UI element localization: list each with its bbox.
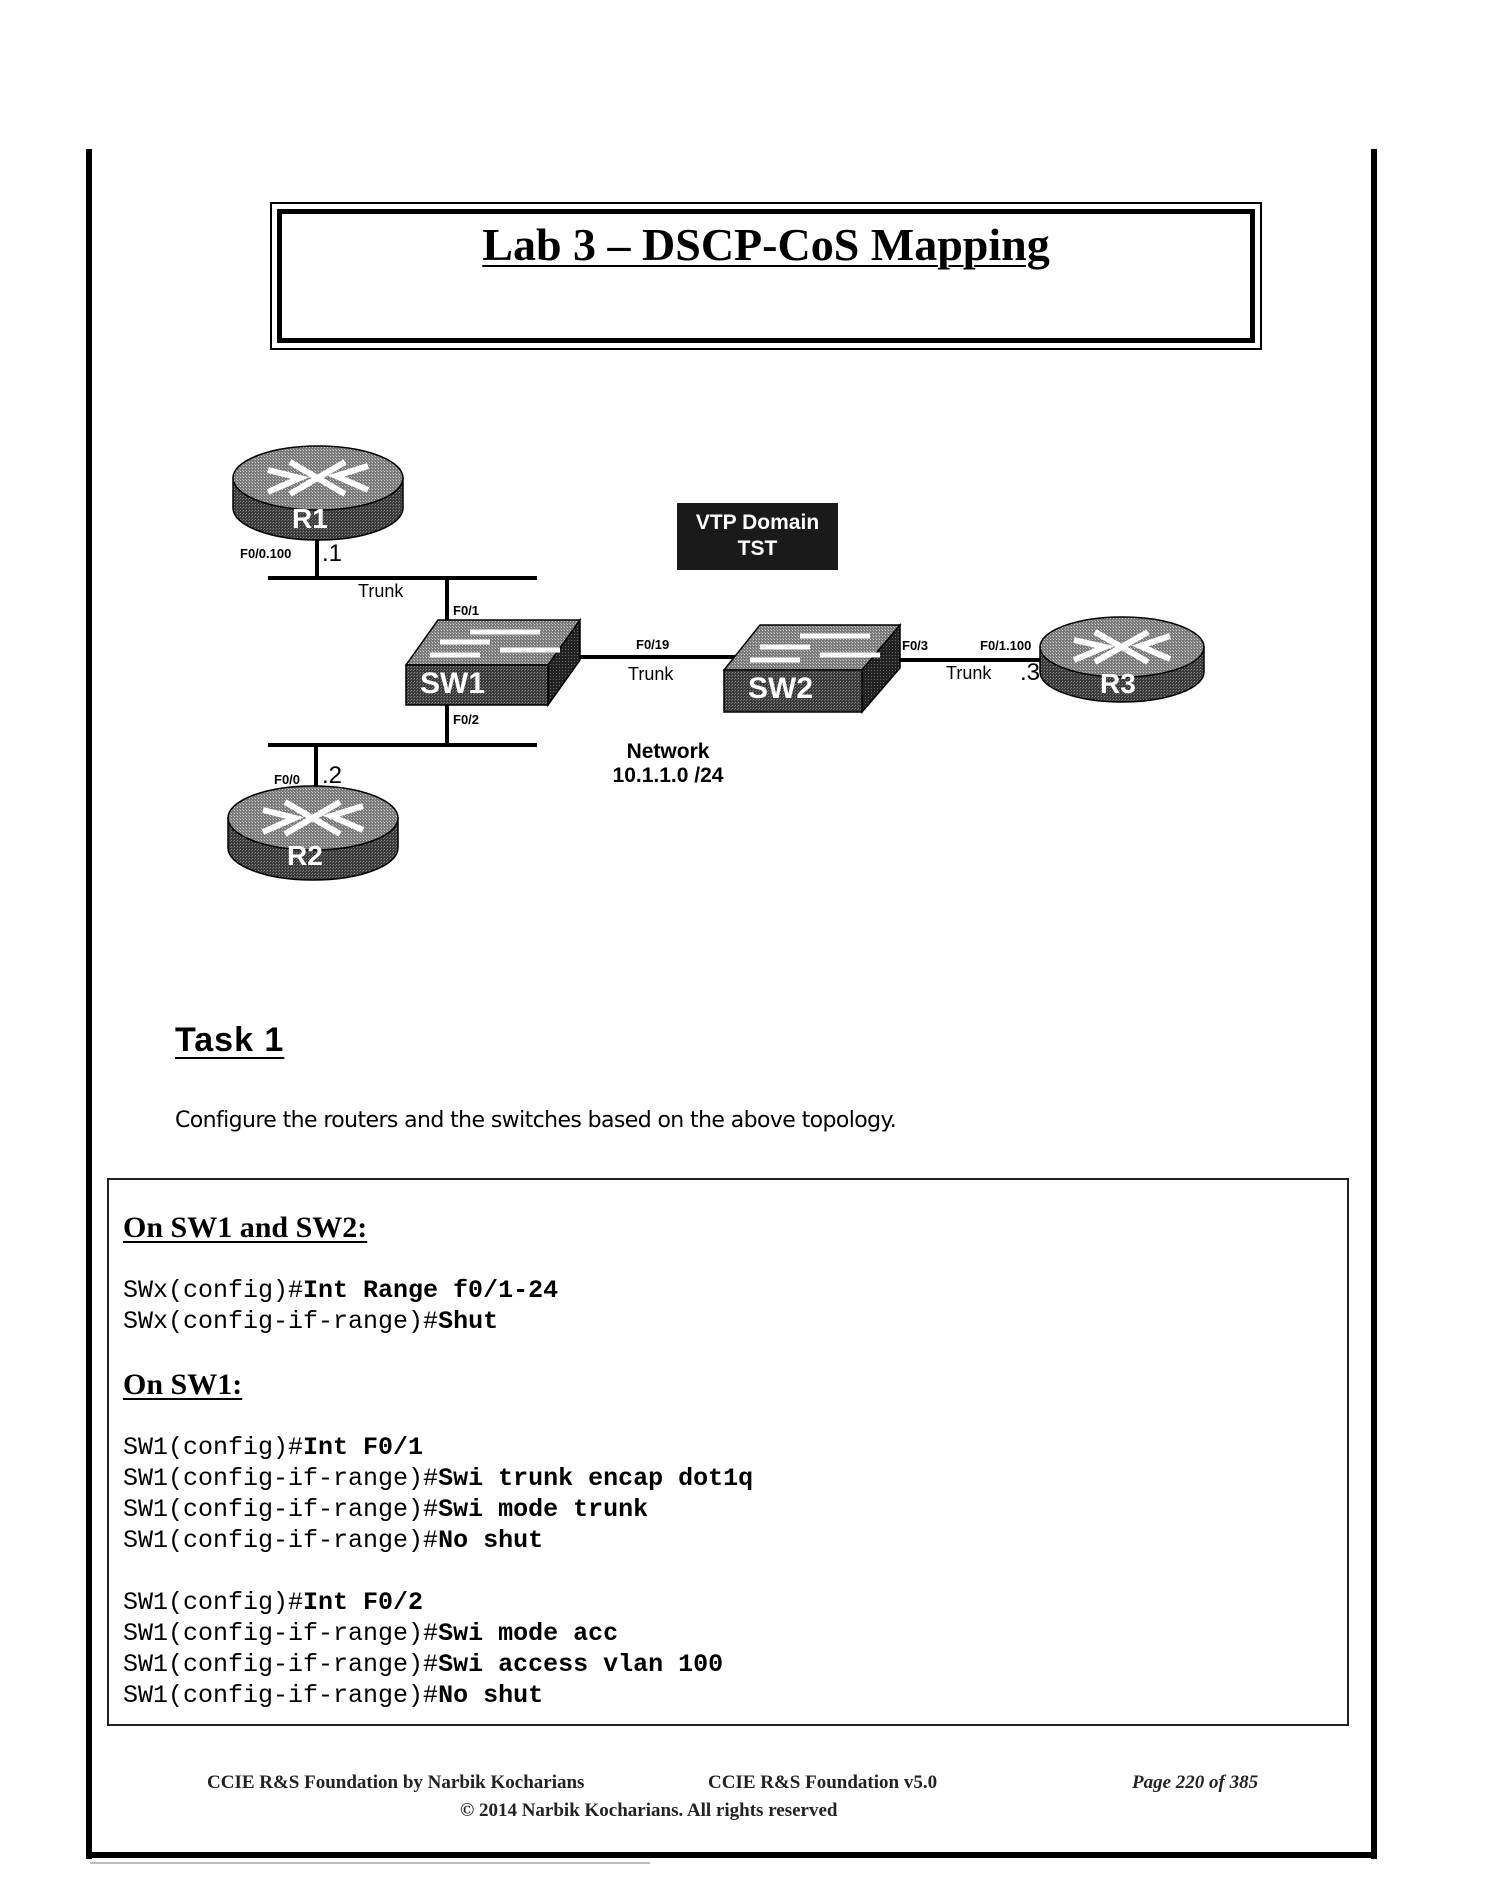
code-prompt: SW1(config)# — [123, 1588, 304, 1617]
code-line: SWx(config)#Int Range f0/1-24 — [123, 1276, 558, 1305]
section-heading-sw1: On SW1: — [123, 1368, 243, 1401]
device-label-r3: R3 — [1100, 668, 1136, 699]
r1-trunk-label: Trunk — [358, 581, 404, 601]
r3-interface-label: F0/1.100 — [980, 638, 1032, 653]
code-line: SW1(config-if-range)#No shut — [123, 1681, 543, 1710]
r2-ip-label: .2 — [322, 762, 343, 789]
r1-interface-label: F0/0.100 — [240, 546, 292, 561]
code-command: No shut — [438, 1681, 544, 1710]
sw1-f02-label: F0/2 — [453, 712, 480, 727]
network-topology-diagram: R1 R2 R3 SW1 SW2 F0/0.100 .1 Trunk F0/1 … — [227, 445, 1205, 881]
r1-ip-label: .1 — [322, 540, 343, 567]
vtp-domain-box: VTP Domain TST — [677, 503, 838, 570]
footer-center: CCIE R&S Foundation v5.0 — [708, 1772, 938, 1793]
r2-interface-label: F0/0 — [274, 772, 301, 787]
code-prompt: SW1(config-if-range)# — [123, 1619, 439, 1648]
sw2-f03-label: F0/3 — [902, 638, 929, 653]
code-command: Int Range f0/1-24 — [303, 1276, 559, 1305]
code-line: SWx(config-if-range)#Shut — [123, 1307, 498, 1336]
code-prompt: SW1(config-if-range)# — [123, 1464, 439, 1493]
router-r2-icon — [227, 785, 399, 881]
code-line: SW1(config)#Int F0/2 — [123, 1588, 423, 1617]
topology-svg — [227, 445, 1205, 881]
network-label-line2: 10.1.1.0 /24 — [612, 764, 724, 787]
sw2-r3-trunk-label: Trunk — [946, 663, 992, 683]
code-command: Swi mode trunk — [438, 1495, 649, 1524]
code-command: Swi trunk encap dot1q — [438, 1464, 754, 1493]
router-r1-icon — [232, 445, 404, 541]
network-label-line1: Network — [626, 740, 710, 763]
sw1-f019-label: F0/19 — [636, 637, 670, 652]
code-prompt: SW1(config-if-range)# — [123, 1495, 439, 1524]
switch-sw2-icon — [722, 622, 902, 715]
device-label-r2: R2 — [287, 840, 323, 871]
section-heading-sw1-sw2: On SW1 and SW2: — [123, 1211, 368, 1244]
sw1-sw2-trunk-label: Trunk — [628, 664, 674, 684]
vtp-domain-line2: TST — [737, 537, 778, 560]
task-description: Configure the routers and the switches b… — [175, 1108, 897, 1133]
link-lines — [268, 535, 1048, 790]
code-prompt: SW1(config-if-range)# — [123, 1681, 439, 1710]
code-prompt: SW1(config-if-range)# — [123, 1650, 439, 1679]
code-prompt: SW1(config-if-range)# — [123, 1526, 439, 1555]
device-label-r1: R1 — [292, 503, 328, 534]
title-box-inner — [277, 209, 1255, 343]
code-line: SW1(config-if-range)#Swi trunk encap dot… — [123, 1464, 753, 1493]
code-line: SW1(config-if-range)#Swi mode trunk — [123, 1495, 648, 1524]
footer-copyright: © 2014 Narbik Kocharians. All rights res… — [460, 1800, 838, 1821]
code-command: Int F0/1 — [303, 1433, 424, 1462]
code-prompt: SWx(config-if-range)# — [123, 1307, 439, 1336]
sw1-f01-label: F0/1 — [453, 603, 480, 618]
device-label-sw2: SW2 — [748, 672, 814, 705]
router-r3-icon — [1039, 616, 1205, 703]
page-border-left — [86, 149, 92, 1859]
page-title: Lab 3 – DSCP-CoS Mapping — [482, 219, 1050, 270]
footer-left: CCIE R&S Foundation by Narbik Kocharians — [207, 1772, 585, 1793]
code-prompt: SWx(config)# — [123, 1276, 304, 1305]
page-border-bottom — [86, 1852, 1377, 1858]
task-heading: Task 1 — [175, 1021, 285, 1059]
code-line: SW1(config)#Int F0/1 — [123, 1433, 423, 1462]
code-command: Int F0/2 — [303, 1588, 424, 1617]
code-command: No shut — [438, 1526, 544, 1555]
page-border-right — [1371, 149, 1377, 1859]
code-line: SW1(config-if-range)#Swi access vlan 100 — [123, 1650, 723, 1679]
code-prompt: SW1(config)# — [123, 1433, 304, 1462]
footer-page-number: Page 220 of 385 — [1132, 1772, 1259, 1793]
code-command: Swi mode acc — [438, 1619, 619, 1648]
scan-artifact — [90, 1862, 650, 1864]
vtp-domain-line1: VTP Domain — [695, 511, 820, 534]
code-line: SW1(config-if-range)#No shut — [123, 1526, 543, 1555]
switch-sw1-icon — [404, 617, 582, 708]
config-code-box: On SW1 and SW2: SWx(config)#Int Range f0… — [107, 1178, 1349, 1726]
code-line: SW1(config-if-range)#Swi mode acc — [123, 1619, 618, 1648]
device-label-sw1: SW1 — [420, 667, 486, 700]
network-label: Network 10.1.1.0 /24 — [580, 740, 756, 788]
code-command: Shut — [438, 1307, 499, 1336]
r3-ip-label: .3 — [1020, 659, 1041, 686]
code-command: Swi access vlan 100 — [438, 1650, 724, 1679]
title-box: Lab 3 – DSCP-CoS Mapping — [270, 202, 1262, 350]
